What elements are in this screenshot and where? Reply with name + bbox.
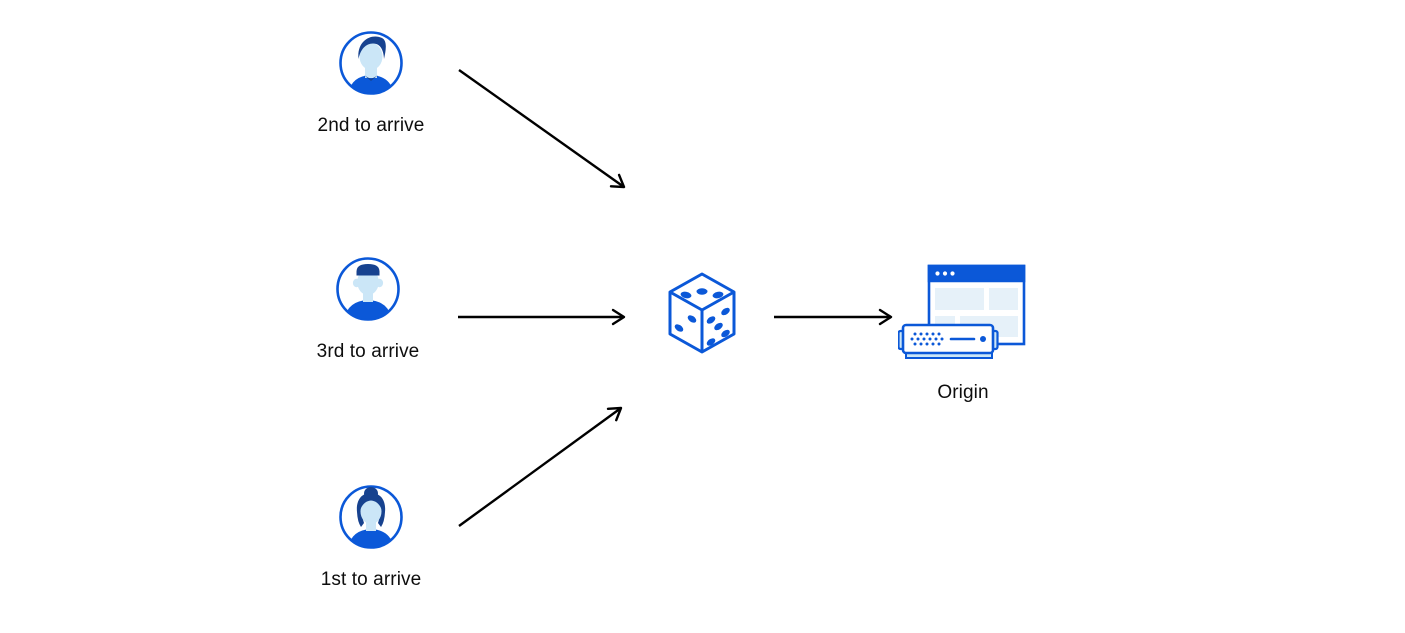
node-random-selector bbox=[667, 271, 737, 355]
node-visitor-1st: 1st to arrive bbox=[291, 484, 451, 591]
server-dot-matrix bbox=[910, 332, 944, 346]
node-visitor-2nd: 2nd to arrive bbox=[291, 30, 451, 137]
visitor-3rd-label: 3rd to arrive bbox=[316, 341, 420, 362]
origin-server-browser-icon bbox=[898, 264, 1026, 359]
origin-label: Origin bbox=[937, 382, 989, 403]
avatar-man-swoosh-hair-icon bbox=[339, 31, 403, 95]
node-origin: Origin bbox=[898, 263, 1028, 404]
visitor-2nd-label: 2nd to arrive bbox=[317, 115, 425, 136]
arrow-visitor1-to-dice bbox=[458, 406, 623, 527]
dice-icon bbox=[668, 272, 736, 354]
node-visitor-3rd: 3rd to arrive bbox=[288, 256, 448, 363]
avatar-man-flat-hair-icon bbox=[336, 257, 400, 321]
arrow-visitor2-to-dice bbox=[458, 69, 626, 189]
visitor-1st-label: 1st to arrive bbox=[320, 569, 422, 590]
avatar-woman-bun-icon bbox=[339, 485, 403, 549]
